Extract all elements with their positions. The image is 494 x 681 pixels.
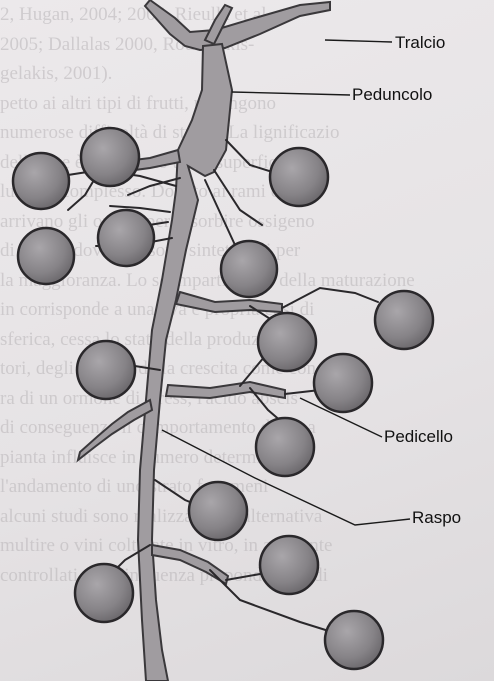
rachis-shape <box>138 44 232 681</box>
label-peduncolo: Peduncolo <box>352 85 432 104</box>
grape-berry <box>314 354 372 412</box>
grape-berry <box>270 148 328 206</box>
cane-shape <box>145 0 330 50</box>
grape-berry <box>18 228 74 284</box>
grape-berry <box>260 536 318 594</box>
bottom-right-branch <box>152 545 228 584</box>
grape-berry <box>375 291 433 349</box>
grape-berry <box>221 241 277 297</box>
berries <box>13 128 433 669</box>
grape-berry <box>81 128 139 186</box>
pedicel-line <box>282 288 378 308</box>
label-pedicello: Pedicello <box>384 427 453 446</box>
leader-line-tralcio <box>325 40 392 42</box>
label-tralcio: Tralcio <box>395 33 445 52</box>
grape-berry <box>189 482 247 540</box>
leader-line-peduncolo <box>232 92 350 95</box>
lower-right-branch <box>166 382 285 398</box>
right-lateral-branch <box>176 292 282 312</box>
label-raspo: Raspo <box>412 508 461 527</box>
grape-berry <box>325 611 383 669</box>
grape-berry <box>75 564 133 622</box>
grape-berry <box>258 313 316 371</box>
grape-berry <box>256 418 314 476</box>
grape-berry <box>13 153 69 209</box>
grape-berry <box>77 341 135 399</box>
grape-berry <box>98 210 154 266</box>
